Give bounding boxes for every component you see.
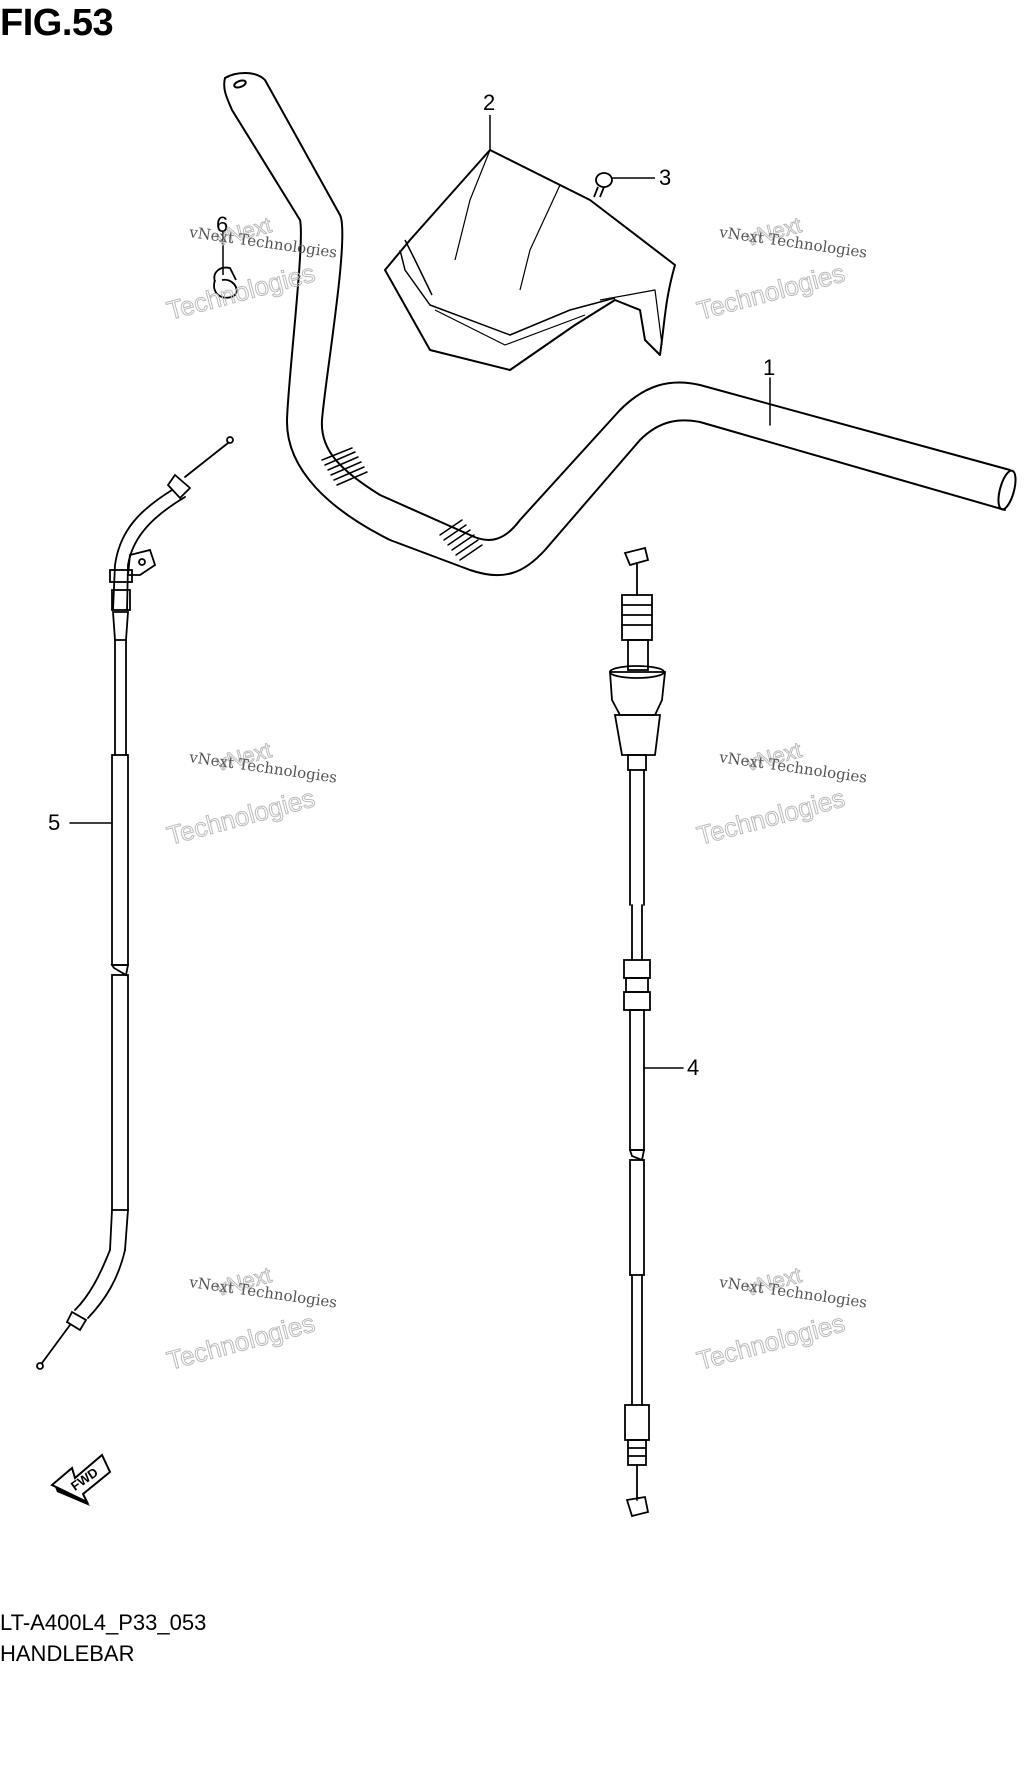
clip-part: [213, 232, 238, 299]
figure-title: FIG.53: [0, 2, 114, 44]
watermark-bottom-right: vNext vNext Technologies Technologies: [693, 1262, 868, 1377]
watermark-top-right: vNext vNext Technologies Technologies: [693, 212, 868, 327]
forward-arrow-icon: FWD: [50, 1453, 112, 1506]
callout-4: 4: [687, 1055, 699, 1080]
callout-5: 5: [48, 810, 60, 835]
watermark-bottom-left: vNext vNext Technologies Technologies: [163, 1262, 338, 1377]
left-cable-part: [36, 436, 234, 1370]
svg-text:Technologies: Technologies: [164, 1308, 318, 1376]
handlebar-cover-part: [384, 115, 676, 371]
right-cable-part: [609, 546, 684, 1518]
callout-6: 6: [216, 212, 228, 237]
svg-text:Technologies: Technologies: [694, 258, 848, 326]
watermark-mid-left: vNext vNext Technologies Technologies: [163, 737, 338, 852]
callout-2: 2: [483, 90, 495, 115]
handlebar-part: [223, 72, 1017, 577]
svg-text:Technologies: Technologies: [694, 783, 848, 851]
figure-name: HANDLEBAR: [0, 1641, 135, 1666]
svg-text:Technologies: Technologies: [694, 1308, 848, 1376]
callout-1: 1: [763, 355, 775, 380]
callout-3: 3: [659, 165, 671, 190]
figure-code: LT-A400L4_P33_053: [0, 1610, 207, 1635]
watermark-mid-right: vNext vNext Technologies Technologies: [693, 737, 868, 852]
screw-part: [593, 172, 655, 198]
watermark-top-left: vNext vNext Technologies Technologies: [163, 212, 338, 327]
svg-text:Technologies: Technologies: [164, 783, 318, 851]
